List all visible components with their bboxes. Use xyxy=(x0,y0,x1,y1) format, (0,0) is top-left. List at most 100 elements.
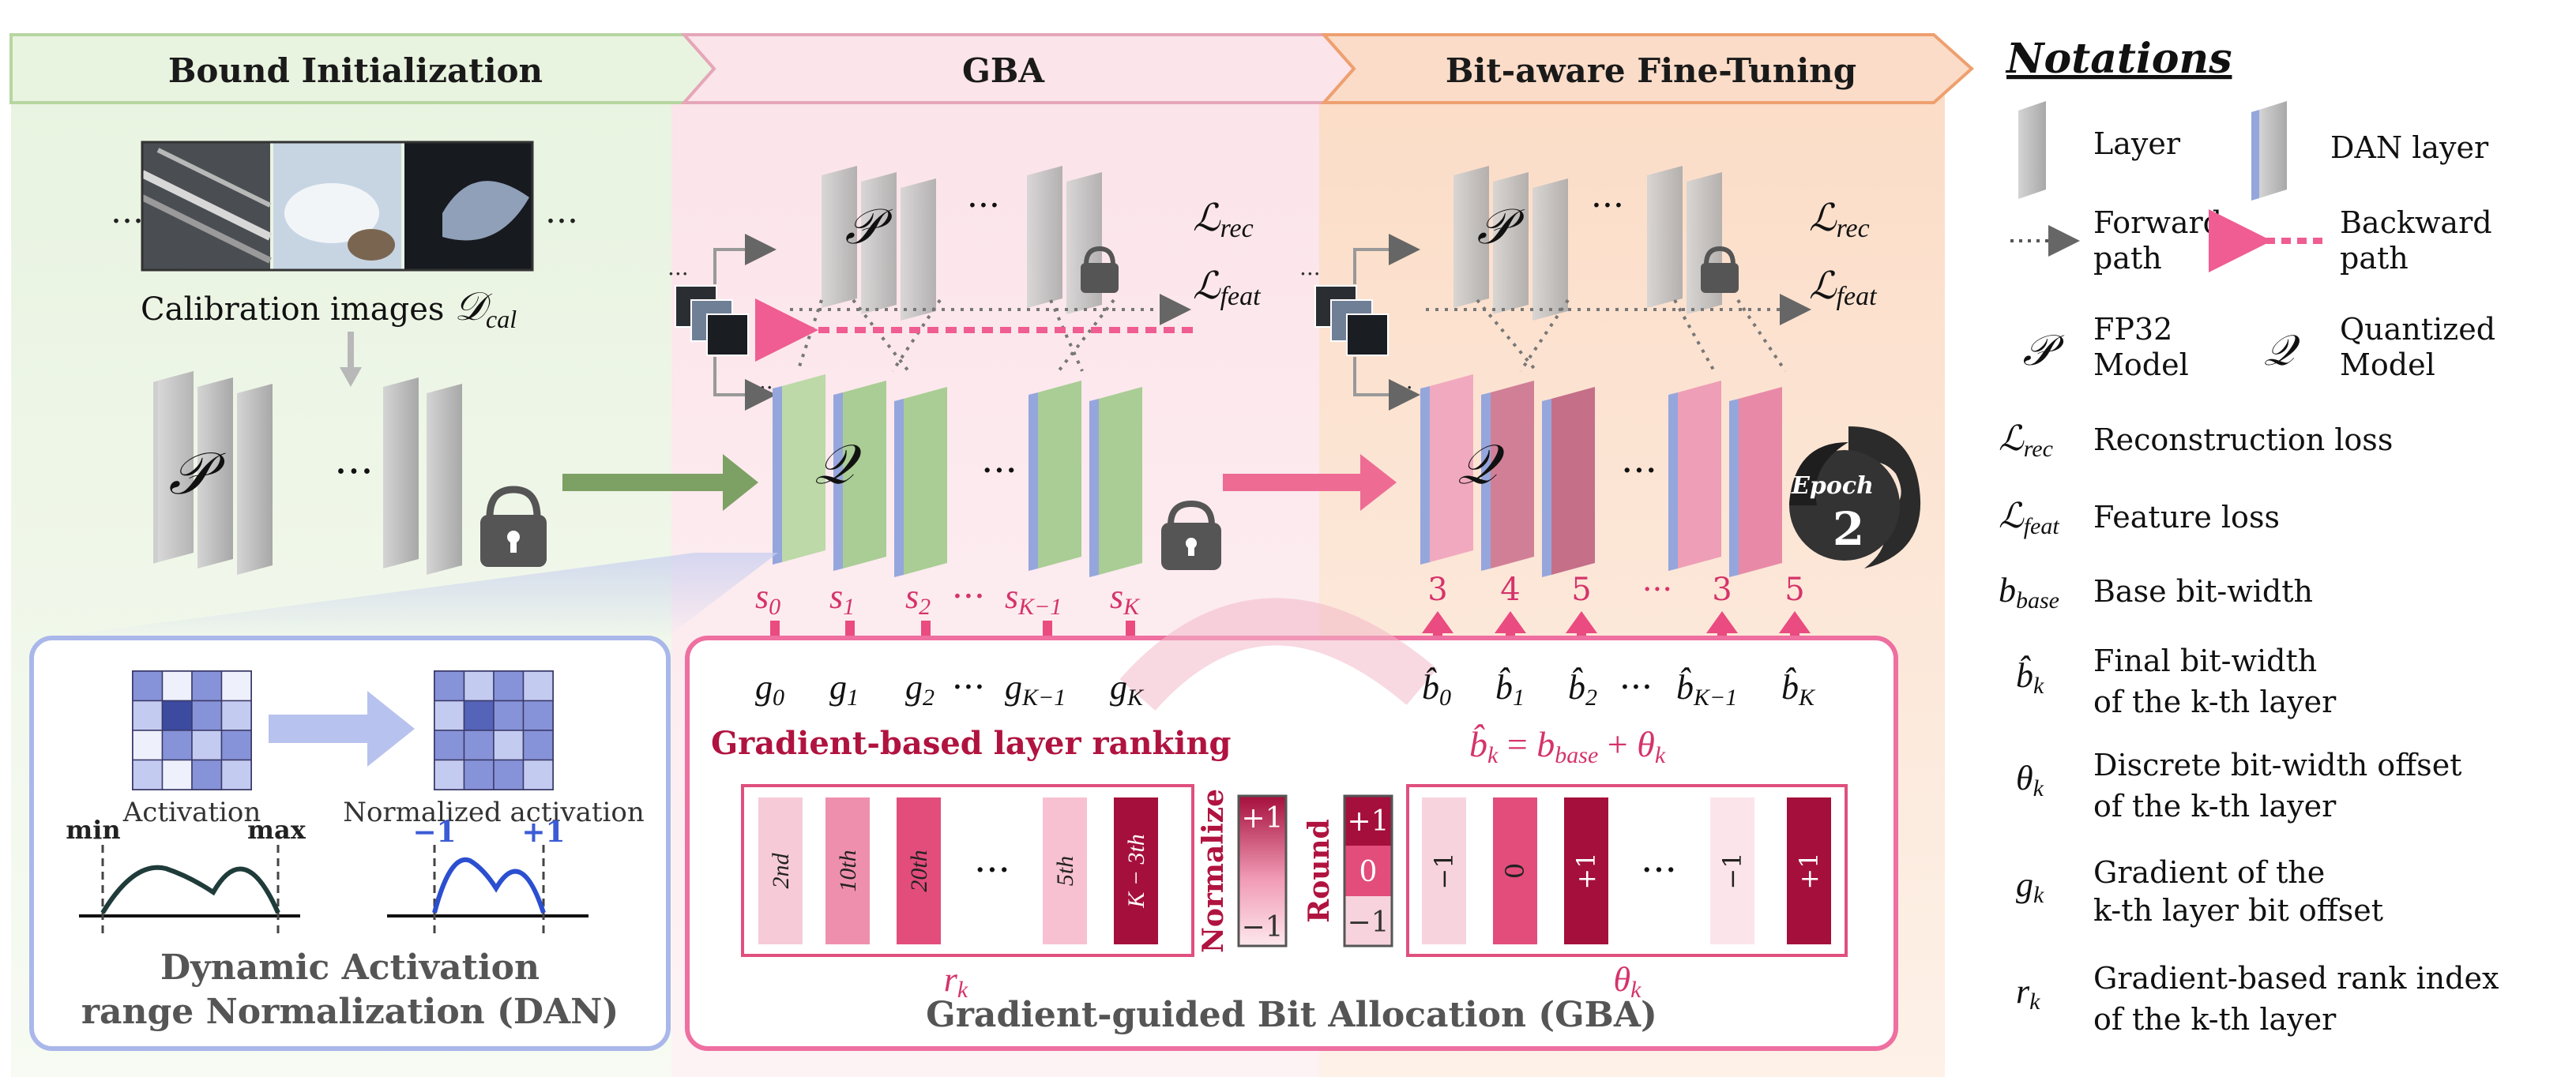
bhat-2: b̂2 xyxy=(1568,667,1597,711)
lock-icon xyxy=(480,486,547,567)
grid-cell xyxy=(522,759,554,790)
arrow-to-finetune xyxy=(1223,454,1397,511)
bit-0: 3 xyxy=(1427,572,1447,608)
loss-rec-gba: ℒrec xyxy=(1193,197,1254,243)
grid-cell xyxy=(220,759,252,790)
epoch-number: 2 xyxy=(1833,502,1864,556)
grid-cell xyxy=(191,730,223,761)
stage-title-bound-init: Bound Initialization xyxy=(168,51,543,90)
score-k: sK xyxy=(1110,577,1141,620)
grid-cell xyxy=(493,730,525,761)
grid-cell xyxy=(132,670,164,702)
calibration-images xyxy=(140,141,534,272)
dan-normalized-label: Normalized activation xyxy=(343,797,645,828)
notation-bhat-desc-1: Final bit-width xyxy=(2093,644,2317,678)
gba-gradients: g0 g1 g2 ··· gK−1 gK xyxy=(755,667,1145,711)
bhat-dots: ··· xyxy=(1619,667,1653,707)
bit-2: 5 xyxy=(1571,572,1591,608)
notation-bbase-desc: Base bit-width xyxy=(2093,574,2313,609)
activation-distribution xyxy=(79,845,300,936)
theta-bars xyxy=(1422,797,1831,944)
calib-ellipsis-right: ... xyxy=(545,191,578,231)
grid-cell xyxy=(132,730,164,761)
layer xyxy=(427,384,462,575)
score-k-1: sK−1 xyxy=(1005,577,1062,620)
grad-k-1: gK−1 xyxy=(1005,668,1066,711)
notation-fp32-1: FP32 xyxy=(2093,312,2172,347)
dan-neg1-label: −1 xyxy=(412,816,456,849)
notation-bbase-symbol: bbase xyxy=(1999,571,2059,614)
svg-text:...: ... xyxy=(1392,368,1413,394)
notation-g-desc-1: Gradient of the xyxy=(2093,855,2325,890)
rank-bar xyxy=(758,797,803,944)
notation-dan-layer: DAN layer xyxy=(2330,130,2489,165)
input-thumbnail-stack-gba: ... ... xyxy=(668,234,777,411)
layer xyxy=(237,384,273,575)
grid-cell xyxy=(463,700,495,731)
loss-feat-finetune: ℒfeat xyxy=(1809,265,1878,311)
theta-label: +1 xyxy=(1794,852,1824,889)
dan-min-label: min xyxy=(66,815,120,845)
model-dots-gba-top: ··· xyxy=(967,186,1000,226)
rank-label: K − 3th xyxy=(1123,834,1149,909)
notation-theta-desc-1: Discrete bit-width offset xyxy=(2093,748,2461,782)
notation-bhat-desc-2: of the k-th layer xyxy=(2093,685,2337,719)
dan-max-label: max xyxy=(247,815,306,845)
thetas-frame xyxy=(1406,784,1848,957)
score-dots: ··· xyxy=(952,576,985,617)
grid-cell xyxy=(191,700,223,731)
notation-layer-icon xyxy=(2018,101,2046,199)
theta-bar xyxy=(1422,797,1466,944)
grid-cell xyxy=(434,730,465,761)
notation-bhat-symbol: b̂k xyxy=(2016,655,2044,699)
round-box: +1 0 −1 xyxy=(1343,794,1393,948)
dan-layer xyxy=(1668,381,1721,571)
notation-g-desc-2: k-th layer bit offset xyxy=(2093,893,2383,928)
rank-bars xyxy=(758,797,1158,944)
rank-bar xyxy=(1043,797,1087,944)
notation-feat-symbol: ℒfeat xyxy=(1999,497,2059,539)
notation-forward-1: Forward xyxy=(2093,205,2222,240)
notation-quant-1: Quantized xyxy=(2340,312,2495,347)
notation-fp32-symbol: 𝒫 xyxy=(2023,327,2065,374)
notation-layer: Layer xyxy=(2093,126,2181,161)
grad-2: g2 xyxy=(905,668,935,711)
svg-text:...: ... xyxy=(1299,254,1321,280)
lock-icon xyxy=(1701,246,1739,293)
score-2: s2 xyxy=(905,577,931,620)
rank-bar xyxy=(897,797,941,944)
notation-backward-2: path xyxy=(2340,241,2409,276)
dan-pos1-label: +1 xyxy=(521,816,565,849)
grid-cell xyxy=(191,759,223,790)
fp32-model-finetune xyxy=(1453,166,1722,321)
dan-layer xyxy=(1481,381,1534,571)
dan-title-line2: range Normalization (DAN) xyxy=(81,992,619,1032)
ranks-label: rk xyxy=(944,960,968,1003)
dan-layer xyxy=(1029,381,1081,571)
quantized-model-finetune xyxy=(1420,374,1782,577)
dan-layer xyxy=(1089,387,1142,577)
finetune-bhats: b̂0 b̂1 b̂2 ··· b̂K−1 b̂K xyxy=(1422,667,1816,711)
notation-r-desc-2: of the k-th layer xyxy=(2093,1002,2337,1037)
round-value: +1 xyxy=(1347,805,1389,838)
grid-cell xyxy=(220,700,252,731)
notations-title: Notations xyxy=(2005,35,2232,83)
rank-bar xyxy=(825,797,870,944)
rank-label: 20th xyxy=(906,850,932,891)
notation-r-symbol: rk xyxy=(2016,972,2040,1015)
notation-feat-desc: Feature loss xyxy=(2093,500,2280,535)
notation-rec-symbol: ℒrec xyxy=(1999,419,2053,462)
loss-feat-gba: ℒfeat xyxy=(1193,265,1262,311)
grid-cell xyxy=(463,730,495,761)
grid-cell xyxy=(522,670,554,702)
round-value: 0 xyxy=(1359,856,1378,888)
stage-title-finetune: Bit-aware Fine-Tuning xyxy=(1446,51,1856,90)
grad-dots: ··· xyxy=(952,667,985,707)
normalize-gradient-bar xyxy=(1237,794,1288,948)
normalize-top: +1 xyxy=(1241,802,1283,835)
bit-4: 5 xyxy=(1784,572,1804,608)
grid-cell xyxy=(434,670,465,702)
rank-bar xyxy=(1114,797,1158,944)
round-label: Round xyxy=(1303,819,1336,922)
rank-label: 10th xyxy=(835,850,861,891)
